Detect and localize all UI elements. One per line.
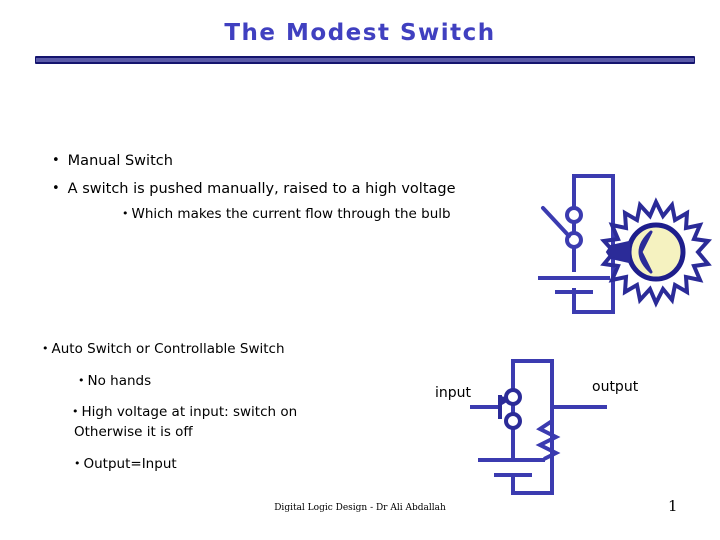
- resistor-icon: [535, 419, 561, 461]
- bullet-marker-icon: •: [72, 405, 79, 418]
- bullet-output-equals-input: •Output=Input: [74, 456, 177, 473]
- footer-credit: Digital Logic Design - Dr Ali Abdallah: [274, 503, 446, 513]
- battery-icon: [478, 458, 545, 477]
- controllable-switch-circuit-diagram: [470, 359, 607, 495]
- bullet-current-flow: •Which makes the current flow through th…: [122, 206, 451, 223]
- manual-switch-circuit-diagram: [538, 174, 713, 314]
- bullet-high-voltage: •High voltage at input: switch on: [72, 404, 297, 421]
- switch-terminal-top-icon: [565, 206, 583, 224]
- bullet-auto-switch-label: Auto Switch or Controllable Switch: [51, 341, 285, 357]
- bullet-marker-icon: •: [74, 457, 81, 470]
- bullet-manual-switch-label: Manual Switch: [67, 153, 173, 169]
- bulb-glow-icon: [599, 197, 713, 308]
- bulb-base-icon: [605, 240, 630, 264]
- title-divider-rule: [35, 56, 695, 64]
- page-number: 1: [668, 497, 678, 515]
- bullet-otherwise-off-label: Otherwise it is off: [74, 424, 193, 440]
- bullet-marker-icon: •: [122, 207, 129, 220]
- battery-icon: [538, 276, 610, 294]
- bullet-marker-icon: •: [52, 181, 60, 196]
- bullet-output-equals-input-label: Output=Input: [83, 456, 177, 472]
- bullet-marker-icon: •: [78, 374, 85, 387]
- bullet-pushed-manually: • A switch is pushed manually, raised to …: [52, 180, 456, 198]
- switch-terminal-top-icon: [504, 388, 522, 406]
- slide-title: The Modest Switch: [224, 20, 496, 46]
- bullet-no-hands-label: No hands: [87, 373, 152, 389]
- title-divider-inner: [36, 58, 694, 62]
- bullet-high-voltage-label: High voltage at input: switch on: [81, 404, 298, 420]
- bullet-pushed-manually-label: A switch is pushed manually, raised to a…: [67, 181, 456, 197]
- bulb-filament-icon: [638, 230, 653, 274]
- switch-terminal-bottom-icon: [504, 412, 522, 430]
- bulb-glass-icon: [626, 222, 686, 282]
- bullet-marker-icon: •: [52, 153, 60, 168]
- bullet-otherwise-off: Otherwise it is off: [74, 424, 193, 441]
- switch-lever-icon: [541, 206, 571, 238]
- bullet-auto-switch: •Auto Switch or Controllable Switch: [42, 341, 285, 358]
- bullet-marker-icon: •: [42, 342, 49, 355]
- bullet-current-flow-label: Which makes the current flow through the…: [131, 206, 451, 222]
- output-label: output: [592, 379, 639, 395]
- input-label: input: [435, 385, 472, 401]
- bullet-manual-switch: • Manual Switch: [52, 152, 173, 170]
- bullet-no-hands: •No hands: [78, 373, 151, 390]
